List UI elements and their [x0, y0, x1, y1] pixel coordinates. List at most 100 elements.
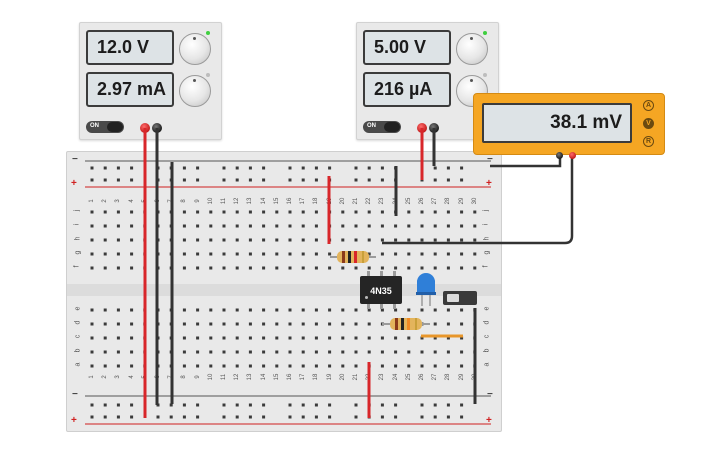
breadboard-hole	[314, 350, 318, 354]
multimeter-mode-ohms[interactable]: R	[643, 136, 654, 147]
psu1-negative-terminal[interactable]	[152, 123, 162, 133]
breadboard-hole	[301, 252, 305, 256]
breadboard-hole	[314, 322, 318, 326]
row-label-b: b	[483, 348, 491, 353]
breadboard-hole	[130, 178, 134, 182]
row-label-e: e	[483, 306, 491, 311]
breadboard-hole	[301, 364, 305, 368]
column-label-10: 10	[207, 197, 214, 205]
breadboard-hole	[130, 238, 134, 242]
breadboard-hole	[182, 224, 186, 228]
breadboard-hole	[420, 238, 424, 242]
breadboard-hole	[90, 364, 94, 368]
breadboard-hole	[222, 266, 226, 270]
column-label-7: 7	[168, 199, 175, 203]
column-label-6: 6	[155, 375, 161, 379]
breadboard-hole	[130, 403, 134, 407]
breadboard-hole	[314, 224, 318, 228]
psu2-voltage-knob[interactable]	[456, 33, 488, 65]
bottom-rail-plus-label-left: +	[71, 415, 77, 426]
breadboard-hole	[420, 322, 424, 326]
multimeter-mode-volts[interactable]: V	[643, 118, 654, 129]
column-label-22: 22	[366, 373, 373, 381]
breadboard-hole	[248, 403, 252, 407]
breadboard-hole	[380, 415, 384, 419]
breadboard-hole	[301, 210, 305, 214]
breadboard-hole	[143, 238, 147, 242]
breadboard-hole	[328, 210, 332, 214]
column-label-2: 2	[102, 199, 109, 203]
breadboard-hole	[367, 266, 371, 270]
breadboard-hole	[354, 238, 358, 242]
breadboard-hole	[328, 336, 332, 340]
breadboard-hole	[182, 252, 186, 256]
breadboard-hole	[196, 238, 200, 242]
psu1-current-knob[interactable]	[179, 75, 211, 107]
breadboard-hole	[275, 308, 279, 312]
breadboard-hole	[156, 322, 160, 326]
breadboard-hole	[248, 336, 252, 340]
multimeter-mode-amps[interactable]: A	[643, 100, 654, 111]
column-label-5: 5	[141, 375, 148, 379]
psu1-voltage-knob[interactable]	[179, 33, 211, 65]
breadboard-hole	[196, 308, 200, 312]
row-label-e: e	[74, 306, 82, 311]
breadboard-hole	[209, 210, 213, 214]
breadboard-hole	[248, 166, 252, 170]
breadboard-hole	[446, 266, 450, 270]
row-label-f: f	[482, 265, 490, 268]
breadboard-hole	[222, 415, 226, 419]
breadboard-hole	[156, 336, 160, 340]
psu1-positive-terminal[interactable]	[140, 123, 150, 133]
breadboard-hole	[130, 210, 134, 214]
breadboard-hole	[473, 364, 477, 368]
column-label-19: 19	[326, 197, 333, 205]
multimeter-v-terminal[interactable]	[569, 152, 576, 159]
breadboard-hole	[222, 224, 226, 228]
breadboard-hole	[169, 178, 173, 182]
psu1-power-button[interactable]: ON	[86, 121, 124, 133]
breadboard-hole	[288, 178, 292, 182]
breadboard-hole	[301, 308, 305, 312]
breadboard-hole	[380, 238, 384, 242]
column-label-16: 16	[287, 373, 293, 381]
psu2-negative-terminal[interactable]	[429, 123, 439, 133]
breadboard-hole	[354, 308, 358, 312]
breadboard-hole	[446, 308, 450, 312]
breadboard-hole	[354, 210, 358, 214]
row-label-b: b	[74, 348, 82, 353]
breadboard-hole	[103, 364, 107, 368]
breadboard-hole	[235, 350, 239, 354]
slide-switch[interactable]	[443, 291, 477, 305]
top-rail-plus-label-left: +	[71, 178, 77, 189]
breadboard-hole	[420, 166, 424, 170]
breadboard-hole	[301, 350, 305, 354]
psu2-power-button[interactable]: ON	[363, 121, 401, 133]
breadboard-hole	[222, 336, 226, 340]
breadboard-hole	[288, 210, 292, 214]
breadboard-hole	[196, 178, 200, 182]
column-label-27: 27	[432, 197, 439, 205]
breadboard-hole	[169, 224, 173, 228]
optocoupler-4n35[interactable]: 4N35	[360, 276, 402, 304]
breadboard-hole	[433, 336, 437, 340]
breadboard-hole	[182, 403, 186, 407]
breadboard-hole	[169, 266, 173, 270]
row-label-a: a	[74, 362, 82, 367]
breadboard-hole	[328, 252, 332, 256]
breadboard-hole	[341, 336, 345, 340]
breadboard-hole	[169, 350, 173, 354]
breadboard-hole	[288, 350, 292, 354]
slide-switch-knob[interactable]	[447, 294, 459, 302]
multimeter-com-terminal[interactable]	[556, 152, 563, 159]
column-label-8: 8	[181, 199, 188, 203]
psu1-on-label: ON	[90, 123, 99, 129]
bottom-rail-minus-label-right: −	[487, 389, 493, 400]
breadboard-hole	[367, 364, 371, 368]
bottom-rail-plus-label-right: +	[486, 415, 492, 426]
breadboard-hole	[235, 322, 239, 326]
breadboard-hole	[222, 252, 226, 256]
breadboard-hole	[433, 364, 437, 368]
psu2-positive-terminal[interactable]	[417, 123, 427, 133]
breadboard-hole	[235, 252, 239, 256]
